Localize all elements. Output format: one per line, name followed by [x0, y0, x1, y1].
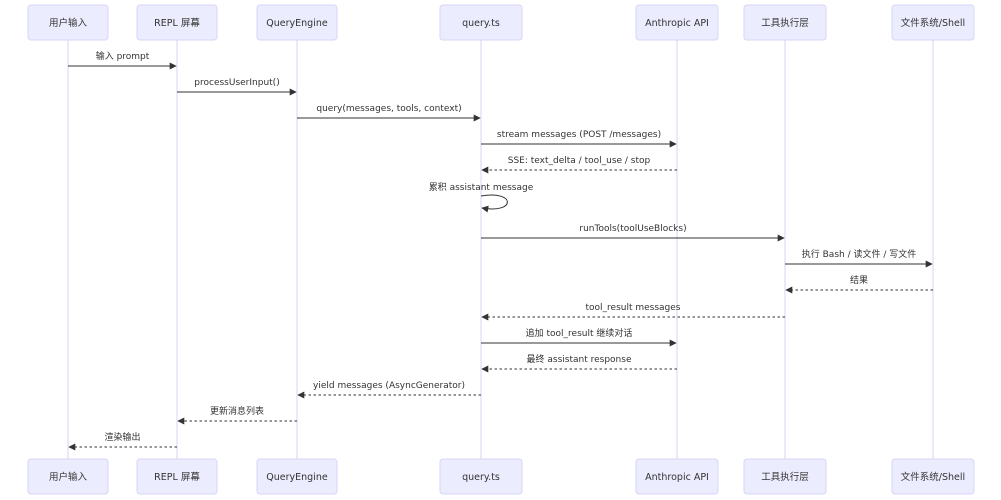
participant-box: [891, 458, 975, 495]
message-9: 结果: [785, 274, 933, 294]
message-label: tool_result messages: [585, 303, 680, 313]
message-11: 追加 tool_result 继续对话: [481, 327, 677, 347]
participant-label: 文件系统/Shell: [901, 471, 965, 483]
participant-box: [635, 458, 719, 495]
participant-label: 工具执行层: [761, 471, 809, 483]
message-label: 执行 Bash / 读文件 / 写文件: [802, 248, 916, 260]
message-arrow: [480, 194, 508, 213]
message-label: yield messages (AsyncGenerator): [313, 381, 465, 391]
message-8: 执行 Bash / 读文件 / 写文件: [785, 248, 933, 268]
participant-label: Anthropic API: [645, 18, 709, 29]
participant-box: [635, 4, 719, 41]
message-label: query(messages, tools, context): [316, 104, 461, 114]
participant-box: [136, 458, 218, 495]
participant-repl-top: REPL 屏幕: [136, 4, 218, 41]
participant-api-bottom: Anthropic API: [635, 458, 719, 495]
participant-repl-bottom: REPL 屏幕: [136, 458, 218, 495]
participant-qe-top: QueryEngine: [256, 4, 338, 41]
participant-label: QueryEngine: [266, 472, 328, 483]
message-label: runTools(toolUseBlocks): [579, 224, 686, 234]
participant-label: 文件系统/Shell: [901, 17, 965, 29]
participant-tools-top: 工具执行层: [743, 4, 827, 41]
message-3: query(messages, tools, context): [297, 104, 481, 122]
message-label: SSE: text_delta / tool_use / stop: [508, 156, 651, 166]
participant-box: [439, 458, 523, 495]
participant-fs-top: 文件系统/Shell: [891, 4, 975, 41]
participant-api-top: Anthropic API: [635, 4, 719, 41]
message-label: 追加 tool_result 继续对话: [526, 327, 633, 339]
message-10: tool_result messages: [481, 303, 785, 321]
participant-box: [136, 4, 218, 41]
participant-box: [439, 4, 523, 41]
participant-label: 用户输入: [49, 17, 88, 29]
participant-user-top: 用户输入: [27, 4, 109, 41]
participant-box: [256, 458, 338, 495]
participant-label: query.ts: [462, 472, 500, 483]
message-label: 累积 assistant message: [429, 181, 534, 193]
participant-label: QueryEngine: [266, 18, 328, 29]
message-label: 最终 assistant response: [527, 353, 632, 365]
message-14: 更新消息列表: [177, 405, 297, 425]
message-label: 输入 prompt: [96, 50, 150, 62]
participant-label: 用户输入: [49, 471, 88, 483]
participant-label: REPL 屏幕: [154, 17, 200, 29]
message-label: 结果: [850, 274, 868, 286]
participant-query-bottom: query.ts: [439, 458, 523, 495]
participant-box: [743, 458, 827, 495]
message-12: 最终 assistant response: [481, 353, 677, 373]
message-1: 输入 prompt: [68, 50, 177, 70]
message-7: runTools(toolUseBlocks): [481, 224, 785, 242]
participant-tools-bottom: 工具执行层: [743, 458, 827, 495]
participant-box: [27, 458, 109, 495]
participant-label: query.ts: [462, 18, 500, 29]
message-5: SSE: text_delta / tool_use / stop: [481, 156, 677, 174]
message-4: stream messages (POST /messages): [481, 130, 677, 148]
message-2: processUserInput(): [177, 78, 297, 96]
participant-fs-bottom: 文件系统/Shell: [891, 458, 975, 495]
participant-qe-bottom: QueryEngine: [256, 458, 338, 495]
participant-box: [27, 4, 109, 41]
messages: 输入 prompt processUserInput() query(message…: [68, 50, 933, 451]
message-6: 累积 assistant message: [429, 181, 534, 213]
participant-label: REPL 屏幕: [154, 471, 200, 483]
participant-label: Anthropic API: [645, 472, 709, 483]
participant-box: [743, 4, 827, 41]
participant-query-top: query.ts: [439, 4, 523, 41]
participant-box: [256, 4, 338, 41]
lifelines: [67, 40, 934, 459]
participant-box: [891, 4, 975, 41]
participant-user-bottom: 用户输入: [27, 458, 109, 495]
message-label: stream messages (POST /messages): [497, 130, 661, 140]
message-label: 渲染输出: [104, 431, 140, 443]
message-label: 更新消息列表: [210, 405, 264, 417]
message-15: 渲染输出: [68, 431, 177, 451]
message-13: yield messages (AsyncGenerator): [297, 381, 481, 399]
participant-label: 工具执行层: [761, 17, 809, 29]
message-label: processUserInput(): [194, 78, 279, 88]
